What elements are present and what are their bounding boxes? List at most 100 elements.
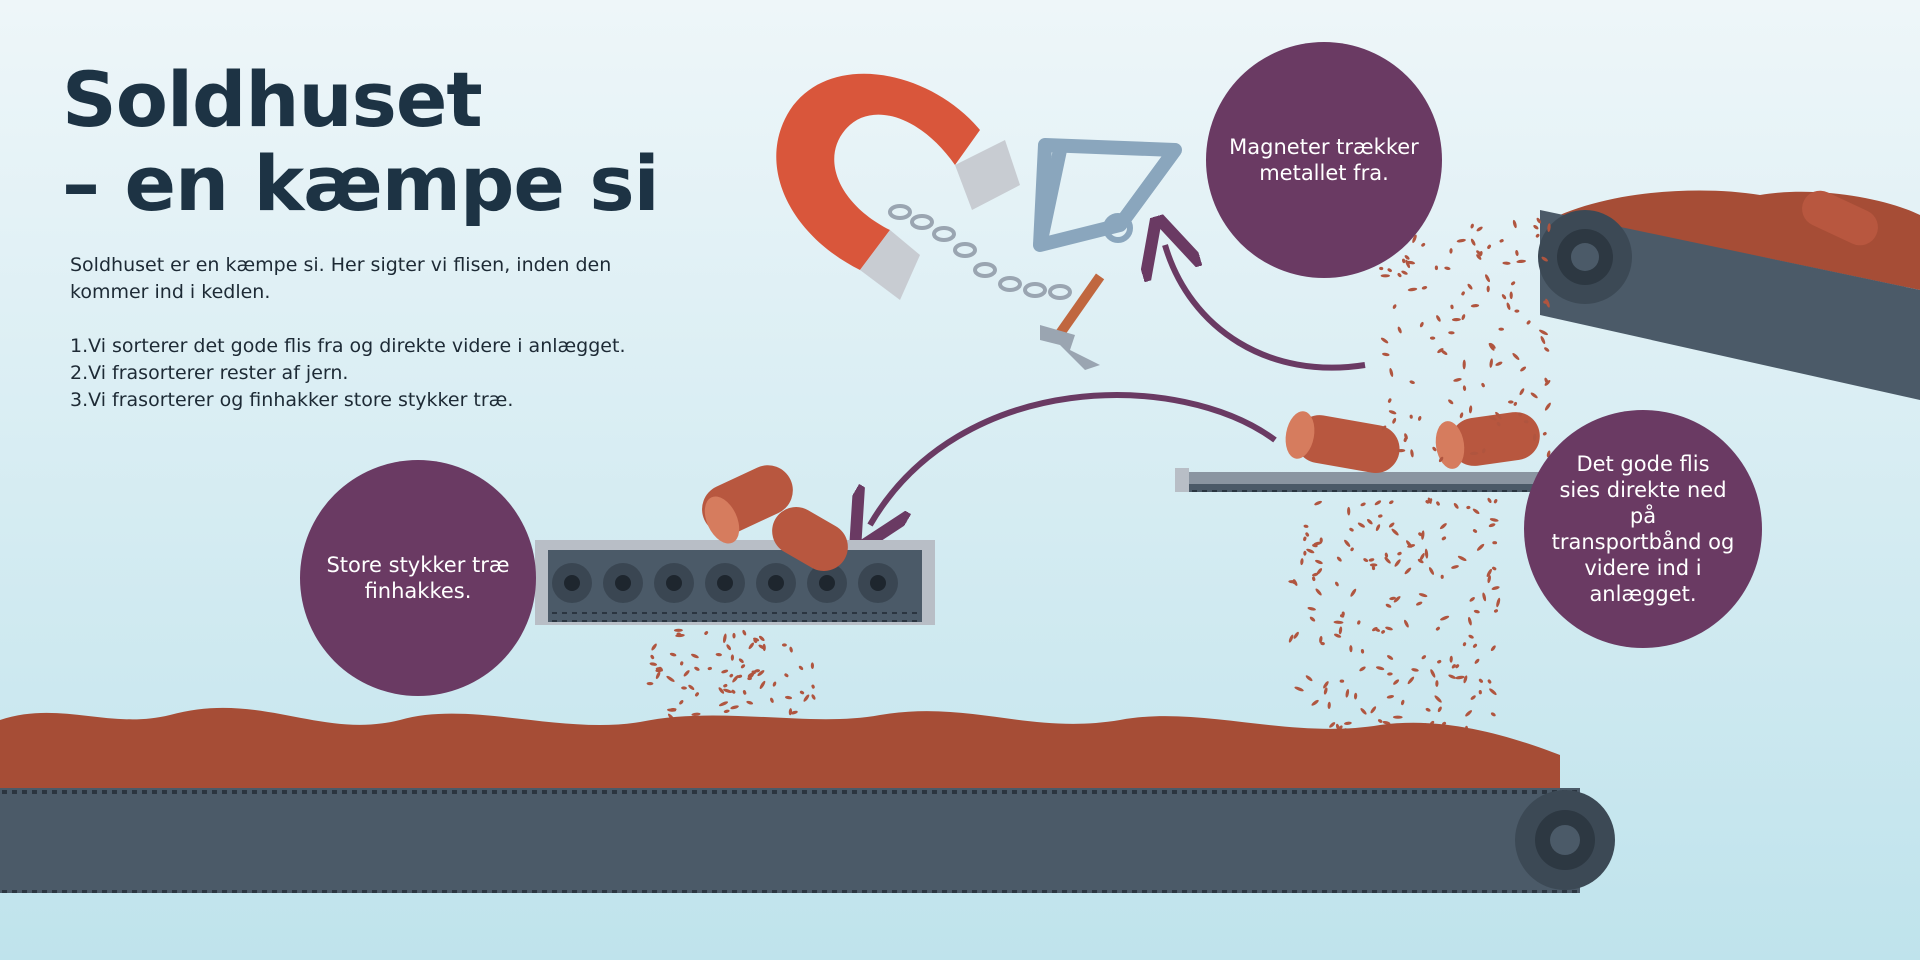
- wood-chip: [1380, 337, 1389, 344]
- wood-chip: [811, 694, 816, 700]
- wood-chip: [679, 700, 684, 705]
- wood-chip: [723, 684, 728, 688]
- wood-chip: [1360, 708, 1367, 715]
- wood-chip: [1320, 641, 1325, 646]
- wood-chip: [1389, 596, 1396, 601]
- wood-chip: [1543, 300, 1548, 304]
- sieve-screen: [1175, 468, 1540, 492]
- wood-chip: [1518, 412, 1522, 417]
- wood-chip: [1381, 630, 1386, 634]
- step-item: 3.Vi frasorterer og finhakker store styk…: [70, 389, 514, 411]
- wood-chip: [1336, 556, 1342, 562]
- wood-chip: [691, 653, 699, 659]
- wood-chip: [723, 688, 733, 694]
- step-item: 1.Vi sorterer det gode flis fra og direk…: [70, 335, 626, 357]
- wood-chip: [1404, 255, 1410, 260]
- wood-chip: [1323, 681, 1329, 689]
- wood-chip: [1339, 679, 1345, 683]
- wood-chip: [649, 662, 658, 666]
- bicycle-frame-icon: [1033, 138, 1182, 252]
- wood-chip: [1411, 668, 1419, 672]
- wood-chip: [1472, 529, 1478, 533]
- wood-chip: [1323, 687, 1328, 695]
- wood-chip: [1437, 706, 1442, 713]
- wood-chip: [1511, 281, 1516, 286]
- wood-chip: [1412, 234, 1417, 244]
- log-icon: [702, 465, 848, 571]
- wood-chip: [1409, 380, 1415, 384]
- wood-chip: [1417, 558, 1424, 564]
- wood-chip: [1334, 633, 1342, 638]
- wood-chip: [1526, 320, 1531, 325]
- wood-chip: [1489, 342, 1496, 349]
- wood-chip: [1488, 523, 1496, 528]
- wood-chip: [1327, 701, 1331, 709]
- wood-chip: [770, 697, 774, 703]
- wood-chip: [754, 669, 761, 673]
- wood-chip: [1368, 558, 1375, 562]
- wood-chip: [1536, 217, 1542, 224]
- wood-chip: [1386, 655, 1394, 660]
- wood-chip: [683, 670, 690, 677]
- wood-chip: [1370, 706, 1377, 714]
- wood-chip: [1314, 500, 1322, 506]
- wood-chip: [740, 664, 746, 669]
- wood-chip: [1385, 603, 1392, 608]
- wood-chip: [1495, 411, 1502, 420]
- wood-chip: [1461, 314, 1466, 321]
- wood-chip: [1436, 315, 1441, 322]
- wood-chip: [781, 643, 787, 647]
- wood-chip: [1402, 258, 1406, 264]
- wood-chip: [1392, 715, 1403, 719]
- wood-chip: [757, 670, 765, 677]
- wood-chip: [1397, 448, 1406, 453]
- wood-chip: [1512, 219, 1517, 229]
- wood-chip: [1487, 497, 1492, 503]
- wood-chip: [1467, 616, 1472, 626]
- wood-chip: [1481, 382, 1485, 388]
- wood-chip: [1407, 544, 1416, 548]
- wood-chip: [1506, 302, 1511, 310]
- wood-chip: [1476, 543, 1485, 551]
- wood-chip: [1380, 274, 1391, 278]
- wood-chip: [1455, 675, 1465, 680]
- wood-chip: [1385, 626, 1393, 631]
- wood-chip: [1409, 414, 1413, 419]
- wood-chip: [1462, 385, 1467, 391]
- wood-chip: [1472, 643, 1478, 648]
- wood-chip: [721, 669, 729, 674]
- wood-chip: [742, 690, 747, 695]
- title-line-1: Soldhuset: [62, 55, 483, 144]
- wood-chip: [646, 681, 654, 686]
- wood-chip: [650, 654, 655, 660]
- wood-chip: [1387, 268, 1392, 273]
- step-item: 2.Vi frasorterer rester af jern.: [70, 362, 349, 384]
- wood-chip: [1448, 331, 1455, 335]
- wood-chip: [1424, 548, 1429, 559]
- roller-hub: [615, 575, 631, 591]
- wood-chip: [737, 674, 743, 679]
- wood-chip: [1540, 335, 1546, 345]
- wood-chip: [1453, 503, 1459, 509]
- wood-chip: [1394, 559, 1401, 567]
- wood-chip: [673, 628, 683, 632]
- wood-chip: [1448, 399, 1454, 405]
- wood-chip: [1544, 347, 1550, 352]
- wood-chip: [1416, 601, 1423, 606]
- wood-chip: [1405, 259, 1411, 269]
- wood-chip: [694, 666, 700, 671]
- wood-chip: [1539, 329, 1548, 336]
- wood-chip: [1419, 553, 1425, 561]
- wood-chip: [1484, 274, 1491, 283]
- wood-chip: [1462, 642, 1467, 647]
- wood-chip: [1466, 505, 1471, 510]
- wood-chip: [1450, 304, 1454, 310]
- wood-chip: [1451, 565, 1459, 569]
- wood-chip: [1544, 377, 1549, 384]
- wood-chip: [1313, 541, 1323, 546]
- wood-chip: [772, 681, 777, 687]
- wood-chip: [1467, 283, 1473, 290]
- wood-chip: [1344, 539, 1351, 547]
- wood-chip: [1397, 551, 1402, 556]
- large-pieces-bubble: Store stykker træ finhakkes.: [300, 460, 536, 696]
